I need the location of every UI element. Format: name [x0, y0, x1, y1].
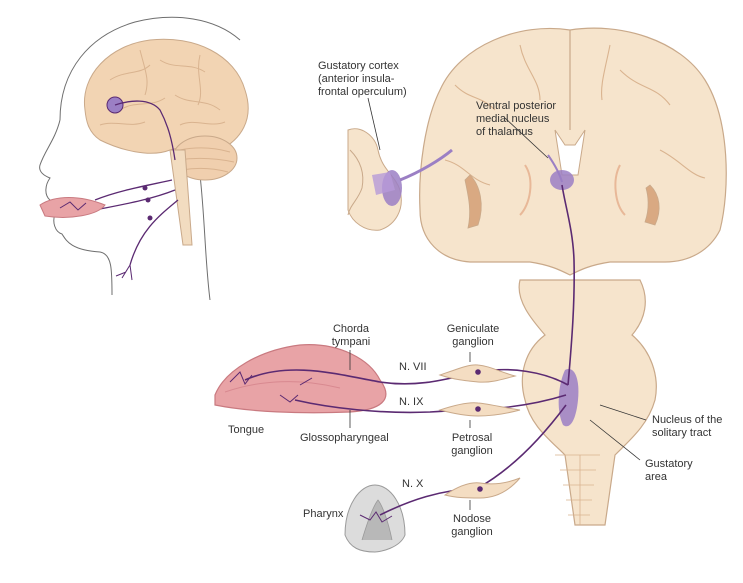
label-tongue: Tongue: [228, 424, 265, 436]
leader-lines: [349, 97, 647, 510]
label-nerve-vii: N. VII: [399, 361, 427, 373]
label-nts-line1: Nucleus of the: [652, 414, 723, 426]
brain-gyri: [99, 49, 226, 126]
head-brainstem: [169, 149, 193, 246]
label-geniculate-line2: ganglion: [452, 336, 494, 348]
label-vpm-thalamus: Ventral posterior medial nucleus of thal…: [476, 100, 556, 139]
nerve-vii: [244, 368, 569, 386]
label-nerve-x: N. X: [402, 478, 424, 490]
label-nodose-ganglion: Nodose ganglion: [447, 513, 497, 539]
label-nucleus-solitary-tract: Nucleus of the solitary tract: [652, 414, 722, 440]
label-nodose-line2: ganglion: [451, 526, 493, 538]
label-nerve-ix: N. IX: [399, 396, 424, 408]
head-inset: [39, 16, 249, 301]
label-gustatory-cortex: Gustatory cortex (anterior insula- front…: [318, 60, 407, 99]
label-gustatory-cortex-line3: frontal operculum): [318, 86, 407, 98]
label-geniculate-line1: Geniculate: [446, 323, 500, 335]
head-tongue: [39, 197, 106, 218]
label-gustatory-area-line2: area: [645, 471, 668, 483]
label-vpm-line2: medial nucleus: [476, 113, 550, 125]
coronal-brain-section: [419, 27, 727, 276]
label-chorda-line1: Chorda: [332, 323, 370, 335]
tongue: [214, 344, 387, 414]
label-petrosal-ganglion: Petrosal ganglion: [447, 432, 497, 458]
label-gustatory-cortex-line2: (anterior insula-: [318, 73, 395, 85]
label-chorda-line2: tympani: [331, 336, 371, 348]
label-gustatory-cortex-line1: Gustatory cortex: [318, 60, 399, 72]
tongue-illustration: [214, 344, 387, 414]
label-nodose-line1: Nodose: [453, 513, 491, 525]
head-brain: [83, 38, 249, 154]
cranial-nerves: [244, 364, 569, 516]
ascending-pathway: [561, 184, 575, 386]
neck-back: [199, 174, 211, 301]
label-vpm-line3: of thalamus: [476, 126, 533, 138]
pharynx-illustration: [344, 484, 406, 553]
label-petrosal-line1: Petrosal: [451, 432, 493, 444]
label-gustatory-area: Gustatory area: [645, 458, 693, 484]
insula-closeup: [347, 128, 453, 231]
label-vpm-line1: Ventral posterior: [476, 100, 557, 112]
label-glossopharyngeal: Glossopharyngeal: [300, 432, 389, 444]
brainstem: [518, 279, 657, 526]
label-petrosal-line2: ganglion: [451, 445, 493, 457]
label-pharynx: Pharynx: [303, 508, 344, 520]
label-nts-line2: solitary tract: [652, 427, 712, 439]
label-geniculate-ganglion: Geniculate ganglion: [443, 323, 503, 349]
label-chorda-tympani: Chorda tympani: [326, 323, 376, 349]
label-gustatory-area-line1: Gustatory: [645, 458, 693, 470]
